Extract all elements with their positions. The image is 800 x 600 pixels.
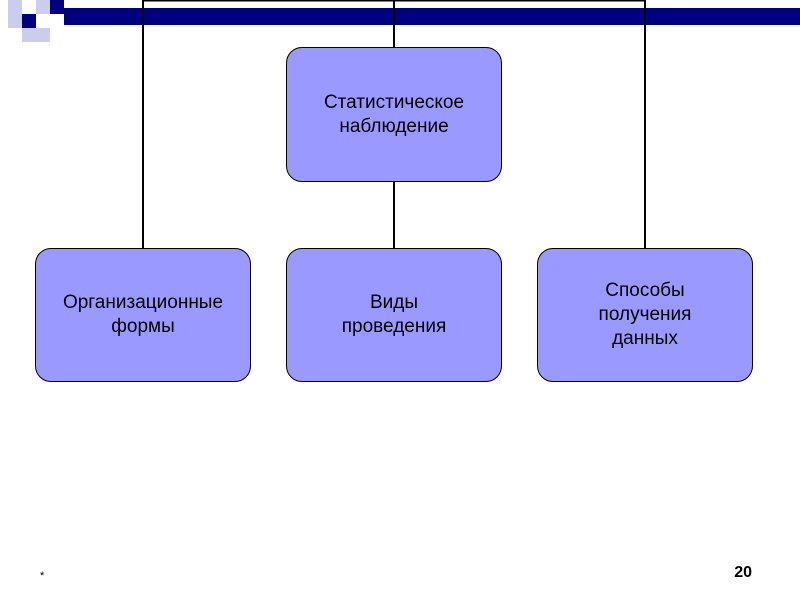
checker-squares	[8, 0, 64, 42]
header-bar	[64, 8, 800, 25]
node-types-of-conduct: Виды проведения	[286, 248, 502, 382]
footer-mark: *	[40, 570, 45, 582]
page-number: 20	[734, 564, 752, 581]
node-label: Виды проведения	[341, 292, 447, 337]
node-statistical-observation: Статистическое наблюдение	[286, 47, 502, 182]
node-label: Организационные формы	[62, 292, 224, 337]
node-label: Статистическое наблюдение	[323, 91, 465, 137]
header-decoration	[8, 0, 800, 42]
node-organizational-forms: Организационные формы	[35, 248, 251, 382]
node-data-collection-methods: Способы получения данных	[537, 248, 753, 382]
node-label: Способы получения данных	[598, 280, 692, 349]
